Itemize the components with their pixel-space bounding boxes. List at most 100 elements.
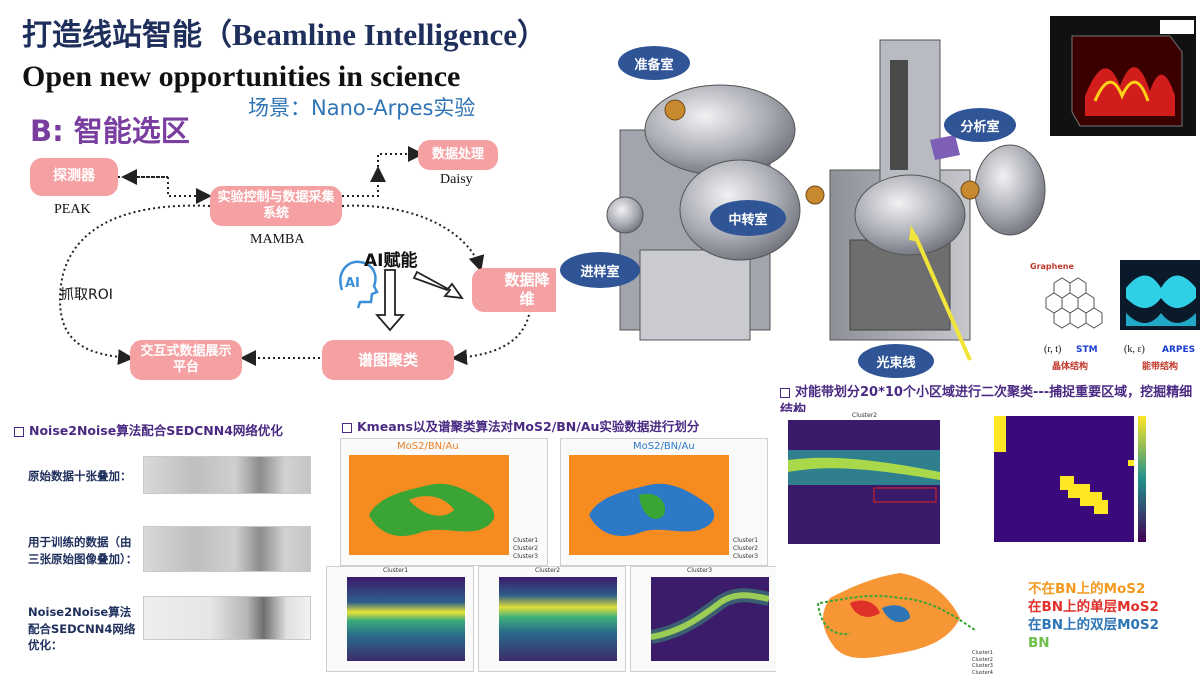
flange-1: [664, 99, 686, 121]
spectrum-cluster3: Cluster3: [630, 566, 778, 672]
kmeans-section-heading: Kmeans以及谱聚类算法对MoS2/BN/Au实验数据进行划分: [342, 416, 699, 435]
legend-mos2-double: 在BN上的双层M0S2: [1028, 617, 1160, 633]
analysis-manipulator: [890, 60, 908, 170]
band-cluster-title: Cluster2: [852, 412, 878, 419]
map2-legend-1: Cluster1: [733, 537, 759, 544]
bullet-square-icon: [14, 426, 24, 437]
ke-label: (k, ε): [1124, 344, 1145, 355]
roi-label: 抓取ROI: [60, 287, 113, 303]
cluster-scatter-panel: Cluster1 Cluster2 Cluster3 Cluster4: [776, 556, 1006, 680]
graphene-label: Graphene: [1030, 262, 1074, 271]
node-control-system[interactable]: 实验控制与数据采集系统: [210, 186, 342, 226]
caption-peak: PEAK: [54, 202, 91, 217]
node-detector[interactable]: 探测器: [30, 158, 118, 196]
chamber-load: [606, 196, 644, 234]
noise-row3-label: Noise2Noise算法配合SEDCNN4网络优化：: [28, 605, 136, 653]
noise-row2-label: 用于训练的数据（由三张原始图像叠加）：: [28, 535, 138, 566]
ai-label: AI赋能: [364, 251, 418, 271]
noise-row1-label: 原始数据十张叠加：: [28, 469, 132, 483]
bullet-square-icon: [342, 422, 352, 433]
analyser-hemisphere: [974, 144, 1046, 236]
graphene-lattice-icon: [1045, 277, 1103, 329]
spectrum3-image: [651, 577, 769, 661]
cluster-grid-panel: [984, 410, 1156, 548]
noise-row2-image: [143, 526, 311, 572]
page-title: 打造线站智能（Beamline Intelligence）: [22, 10, 547, 54]
analysis-column: [879, 39, 941, 191]
noise-row1-image: [143, 456, 311, 494]
label-transfer-chamber: 中转室: [710, 200, 786, 236]
scatter-legend-3: Cluster3: [972, 663, 993, 669]
label-load-chamber: 进样室: [560, 252, 640, 288]
map1-legend: Cluster1 Cluster2 Cluster3: [513, 537, 538, 560]
map2-legend-2: Cluster2: [733, 544, 759, 552]
arrow-loop-right: [341, 204, 485, 272]
cluster-grid-image: [994, 416, 1134, 542]
kmeans-heading-text: Kmeans以及谱聚类算法对MoS2/BN/Au实验数据进行划分: [357, 419, 700, 434]
stm-label: STM: [1076, 345, 1098, 355]
stone-table: [849, 239, 951, 331]
label-analysis-chamber: 分析室: [944, 108, 1016, 142]
flange-2: [805, 185, 825, 205]
purple-block: [930, 135, 960, 160]
spectrum2-title: Cluster2: [535, 567, 561, 574]
node-spectral-clustering[interactable]: 谱图聚类: [322, 340, 454, 380]
band-structure-label: 能带结构: [1142, 362, 1179, 372]
legend-bn: BN: [1028, 635, 1050, 651]
page-subtitle: Open new opportunities in science: [22, 60, 461, 93]
arrow-reduction-cluster: [451, 309, 531, 366]
chamber-analysis: [854, 174, 966, 256]
arrow-loop-left: [58, 204, 211, 366]
scatter-legend-4: Cluster4: [972, 669, 993, 676]
beamline-apparatus-illustration: [606, 39, 1046, 361]
scatter-legend-1: Cluster1: [972, 650, 993, 656]
cluster-scatter-image: [817, 573, 976, 658]
flange-3: [960, 180, 980, 200]
scatter-legend-2: Cluster2: [972, 656, 993, 663]
map1-legend-2: Cluster2: [513, 544, 539, 552]
beam-line-arrowhead: [909, 225, 920, 242]
map2-plot: [569, 455, 729, 555]
beam-line-ray: [913, 234, 972, 361]
map1-title: MoS2/BN/Au: [397, 441, 459, 452]
node-interactive-display[interactable]: 交互式数据展示平台: [130, 340, 242, 380]
band-map-panel: Cluster2: [776, 412, 944, 552]
cluster-map-spectral: MoS2/BN/Au Cluster1 Cluster2 Cluster3: [560, 438, 768, 566]
spectrum1-image: [347, 577, 465, 661]
noise-heading-text: Noise2Noise算法配合SEDCNN4网络优化: [29, 423, 283, 438]
map1-plot: [349, 455, 509, 555]
legend-mos2-off-bn: 不在BN上的MoS2: [1028, 581, 1146, 597]
title-close: ）: [516, 18, 547, 53]
crystal-structure-label: 晶体结构: [1052, 362, 1089, 372]
chamber-prep: [644, 84, 796, 176]
caption-daisy: Daisy: [440, 172, 473, 187]
node-dimension-reduction[interactable]: 数据降维: [472, 268, 556, 312]
spectrum2-image: [499, 577, 617, 661]
ai-icon-text: AI: [345, 276, 360, 291]
arpes-label: ARPES: [1162, 345, 1196, 355]
rt-label: (r, t): [1044, 344, 1062, 355]
noise-section-heading: Noise2Noise算法配合SEDCNN4网络优化: [14, 420, 283, 439]
arrow-detector-control: [118, 176, 212, 204]
map1-legend-3: Cluster3: [513, 552, 539, 560]
title-en: Beamline Intelligence: [232, 17, 517, 52]
label-beamline: 光束线: [858, 344, 934, 378]
band-map-image: [788, 420, 940, 544]
spectrum-cluster2: Cluster2: [478, 566, 626, 672]
spectrum3-title: Cluster3: [687, 567, 713, 574]
map2-title: MoS2/BN/Au: [633, 441, 695, 452]
scatter-legend: Cluster1 Cluster2 Cluster3 Cluster4: [972, 650, 993, 676]
graphene-and-band-insets: [1045, 260, 1200, 330]
scene-label: 场景：Nano-Arpes实验: [248, 96, 476, 120]
arpes-3d-inset: [1050, 16, 1196, 136]
map1-legend-1: Cluster1: [513, 537, 539, 544]
spectrum1-title: Cluster1: [383, 567, 409, 574]
workflow-connectors: [58, 146, 531, 366]
legend-mos2-single: 在BN上的单层MoS2: [1028, 599, 1159, 615]
colorbar: [1138, 416, 1146, 542]
cabinet-left: [639, 249, 751, 341]
hollow-arrow-down: [375, 269, 405, 332]
node-data-processing[interactable]: 数据处理: [418, 140, 498, 170]
map2-legend: Cluster1 Cluster2 Cluster3: [733, 537, 758, 560]
cluster-map-kmeans: MoS2/BN/Au Cluster1 Cluster2 Cluster3: [340, 438, 548, 566]
